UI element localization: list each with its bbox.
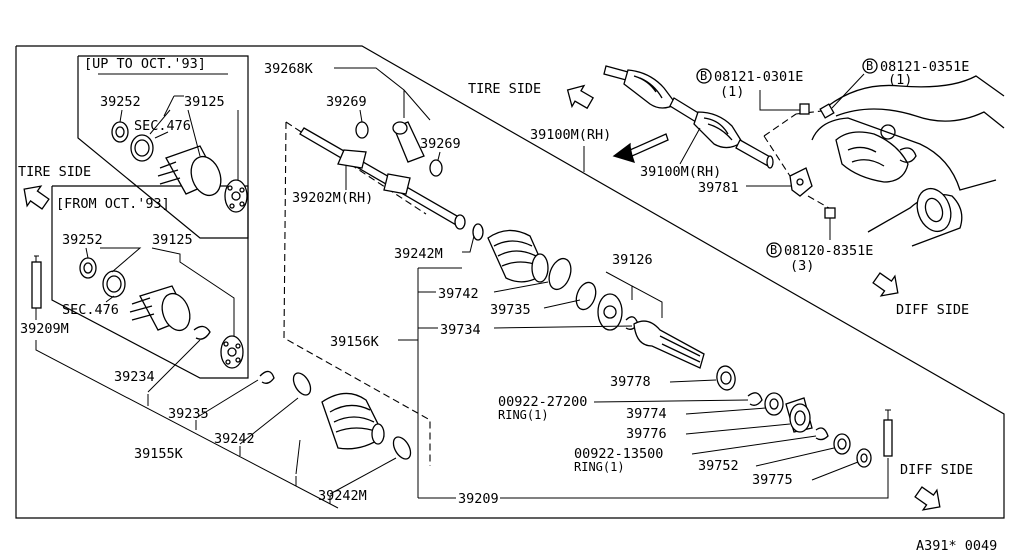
label-39242: 39242: [214, 431, 255, 447]
label-39242m-lower: 39242M: [318, 488, 367, 504]
circled-b-icon: [766, 242, 782, 258]
tire-side-arrow-top-icon: [566, 84, 595, 110]
label-39155k: 39155K: [134, 446, 184, 462]
label-39269-a: 39269: [326, 94, 367, 110]
car-outline: [811, 75, 1005, 247]
up-to-label: [UP TO OCT.'93]: [84, 56, 206, 72]
bolt-08121-0351e: B 08121-0351E (1): [819, 58, 969, 119]
label-39156k: 39156K: [330, 334, 380, 350]
label-39752: 39752: [698, 458, 739, 474]
label-sec476-lower: SEC.476: [62, 302, 119, 318]
tree-39155k: [35, 339, 397, 509]
leaders-39268k: [334, 67, 441, 190]
label-39268k: 39268K: [264, 61, 314, 77]
label-00922-27200: 00922-27200: [498, 394, 587, 410]
label-39778: 39778: [610, 374, 651, 390]
label-bolt-08121-0351e-qty: (1): [888, 72, 912, 88]
label-ring1-b: RING(1): [574, 460, 625, 474]
large-direction-arrow-icon: [612, 133, 669, 163]
lower-inset-parts: [79, 257, 244, 369]
label-39242m-mid: 39242M: [394, 246, 443, 262]
part-39209m-damper: [31, 255, 42, 320]
circled-b-letter-1: B: [700, 69, 707, 83]
tire-side-label-left: TIRE SIDE: [18, 164, 91, 180]
label-39125-lower: 39125: [152, 232, 193, 248]
diff-side-label-bottom: DIFF SIDE: [900, 462, 973, 478]
middle-shaft-parts: [299, 121, 484, 241]
tree-39156k: [398, 235, 889, 499]
inset-up-to-oct-93: [UP TO OCT.'93]: [77, 55, 249, 239]
from-label: [FROM OCT.'93]: [56, 196, 170, 212]
label-39202m: 39202M(RH): [292, 190, 373, 206]
label-39775: 39775: [752, 472, 793, 488]
diff-side-arrow-right-icon: [872, 272, 899, 297]
label-bolt-08121-0351e: 08121-0351E: [880, 59, 969, 75]
circled-b-icon: [696, 68, 712, 84]
footer-code: A391* 0049: [916, 538, 997, 554]
label-39235: 39235: [168, 406, 209, 422]
label-bolt-08120-8351e: 08120-8351E: [784, 243, 873, 259]
label-39734: 39734: [440, 322, 481, 338]
lower-boot-parts: [259, 370, 412, 460]
circled-b-letter-2: B: [866, 59, 873, 73]
label-bolt-08120-8351e-qty: (3): [790, 258, 814, 274]
label-39100m-car: 39100M(RH): [640, 164, 721, 180]
label-39126: 39126: [612, 252, 653, 268]
diff-side-arrow-bottom-icon: [914, 486, 941, 511]
label-39735: 39735: [490, 302, 531, 318]
label-39781: 39781: [698, 180, 739, 196]
label-39125-upper: 39125: [184, 94, 225, 110]
label-ring1-a: RING(1): [498, 408, 549, 422]
label-bolt-08121-0301e: 08121-0301E: [714, 69, 803, 85]
right-column-parts: [716, 365, 893, 468]
label-39209m: 39209M: [20, 321, 69, 337]
leaders-upper-inset: [98, 73, 239, 180]
leaders-right-column: [593, 379, 859, 481]
label-39252-upper: 39252: [100, 94, 141, 110]
outer-frame: [15, 45, 1005, 519]
label-sec476-upper: SEC.476: [134, 118, 191, 134]
label-39252-lower: 39252: [62, 232, 103, 248]
circled-b-icon: [862, 58, 878, 74]
label-39209: 39209: [458, 491, 499, 507]
diff-side-label-right: DIFF SIDE: [896, 302, 969, 318]
label-39269-b: 39269: [420, 136, 461, 152]
label-bolt-08121-0301e-qty: (1): [720, 84, 744, 100]
upper-inset-parts: [111, 121, 248, 213]
label-39742: 39742: [438, 286, 479, 302]
middle-boot-parts: [487, 229, 705, 369]
label-00922-13500: 00922-13500: [574, 446, 663, 462]
label-39776: 39776: [626, 426, 667, 442]
assembled-drive-shaft: [603, 65, 774, 169]
label-39774: 39774: [626, 406, 667, 422]
circled-b-letter-3: B: [770, 243, 777, 257]
mounting-bracket-39781: [763, 109, 837, 213]
leader-39100m-car: [679, 127, 701, 165]
tire-side-arrow-left-icon: [23, 185, 50, 210]
inset-from-oct-93: [FROM OCT.'93]: [51, 185, 249, 379]
label-39100m-diagonal: 39100M(RH): [530, 127, 611, 143]
bolt-08121-0301e: B 08121-0301E (1): [696, 68, 810, 115]
tire-side-label-top: TIRE SIDE: [468, 81, 541, 97]
label-39234: 39234: [114, 369, 155, 385]
leaders-lower-inset: [85, 247, 235, 336]
bolt-08120-8351e: B 08120-8351E (3): [766, 207, 873, 274]
